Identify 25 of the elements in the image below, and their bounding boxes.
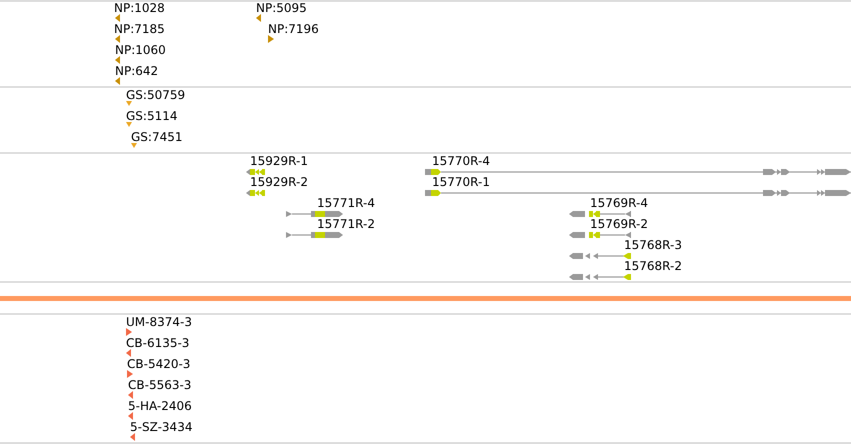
feature-label: GS:5114 [126, 110, 178, 123]
feature-label: 15929R-1 [250, 155, 308, 168]
feature-label: GS:7451 [131, 131, 182, 144]
feature-label: NP:1060 [115, 44, 166, 57]
feature-label: 15929R-2 [250, 176, 308, 189]
feature-label: 15769R-2 [590, 218, 648, 231]
feature-label: 5-SZ-3434 [130, 421, 192, 434]
feature-label: 15768R-2 [624, 260, 682, 273]
feature-label: CB-5563-3 [128, 379, 192, 392]
feature-label: 15768R-3 [624, 239, 682, 252]
feature-label: NP:7196 [268, 23, 319, 36]
feature-label: UM-8374-3 [126, 316, 192, 329]
feature-label: NP:7185 [114, 23, 165, 36]
feature-label: GS:50759 [126, 89, 186, 102]
feature-label: 15769R-4 [590, 197, 648, 210]
feature-label: 15770R-4 [432, 155, 490, 168]
feature-label: 15771R-2 [317, 218, 375, 231]
feature-label: CB-5420-3 [127, 358, 190, 371]
feature-label: 15770R-1 [432, 176, 490, 189]
feature-label: CB-6135-3 [126, 337, 190, 350]
feature-label: NP:642 [115, 65, 158, 78]
feature-label: NP:5095 [256, 2, 307, 15]
feature-label: NP:1028 [114, 2, 165, 15]
feature-label: 5-HA-2406 [128, 400, 192, 413]
feature-label: 15771R-4 [317, 197, 375, 210]
